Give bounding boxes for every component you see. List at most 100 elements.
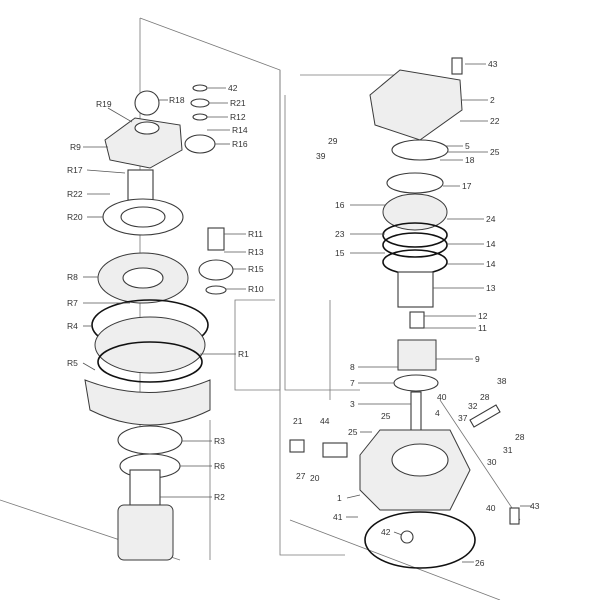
carrier-r9 (104, 117, 183, 169)
part-label: R21 (230, 98, 246, 108)
housing-top-r1 (94, 316, 206, 374)
part-label: 43 (530, 501, 540, 511)
part-label: 9 (475, 354, 480, 364)
part-label: 40 (486, 503, 496, 513)
plug-21 (289, 439, 305, 453)
spring-17 (386, 172, 444, 194)
part-label: 44 (320, 416, 330, 426)
part-label: 15 (335, 248, 345, 258)
brake-13 (397, 271, 434, 308)
part-label: 17 (462, 181, 472, 191)
part-label: 25 (381, 411, 391, 421)
part-label: 2 (490, 95, 495, 105)
casing-bore (391, 443, 449, 477)
bearing-r3 (117, 425, 183, 455)
part-label: R10 (248, 284, 264, 294)
part-label: 23 (335, 229, 345, 239)
part-label: 8 (350, 362, 355, 372)
part-label: 14 (486, 239, 496, 249)
spring-12 (409, 311, 425, 329)
right-assembly (289, 57, 520, 569)
part-label: R2 (214, 492, 225, 502)
part-label: 39 (316, 151, 326, 161)
part-label: 28 (480, 392, 490, 402)
washer-r10 (205, 285, 227, 295)
part-label: R1 (238, 349, 249, 359)
piston-16 (382, 193, 448, 231)
part-label: 4 (435, 408, 440, 418)
left-assembly (84, 84, 234, 561)
leader-line (346, 494, 361, 499)
part-label: 25 (490, 147, 500, 157)
part-label: R5 (67, 358, 78, 368)
bolt-43 (451, 57, 463, 75)
part-label: R22 (67, 189, 83, 199)
leader-line (86, 169, 126, 174)
part-label: R4 (67, 321, 78, 331)
right-labels: 4322229395251817162423141514131211897340… (293, 59, 540, 568)
washer-r21 (190, 98, 210, 108)
part-label: R15 (248, 264, 264, 274)
part-label: 37 (458, 413, 468, 423)
part-label: 3 (350, 399, 355, 409)
part-label: 25 (348, 427, 358, 437)
housing-r5 (84, 379, 211, 426)
part-label: 42 (381, 527, 391, 537)
washer-r20-hole (120, 206, 166, 228)
part-label: 38 (497, 376, 507, 386)
part-label: 12 (478, 311, 488, 321)
gear-r15 (198, 259, 234, 281)
part-label: R14 (232, 125, 248, 135)
part-label: R13 (248, 247, 264, 257)
o-ring-26 (364, 511, 476, 569)
gear-r17 (127, 169, 154, 201)
part-label: R8 (67, 272, 78, 282)
part-label: 1 (337, 493, 342, 503)
part-label: 31 (503, 445, 513, 455)
part-label: 28 (515, 432, 525, 442)
bolt-43b (509, 507, 520, 525)
part-label: R16 (232, 139, 248, 149)
o-ring-r5 (97, 341, 203, 383)
part-label: 16 (335, 200, 345, 210)
leader-lines (82, 63, 532, 563)
part-label: 27 (296, 471, 306, 481)
part-label: 5 (465, 141, 470, 151)
leader-line (107, 107, 133, 123)
part-label: 26 (475, 558, 485, 568)
shaft-r2 (129, 469, 161, 506)
part-label: R11 (248, 229, 263, 239)
part-label: 24 (486, 214, 496, 224)
swash-7 (393, 374, 439, 392)
part-label: 18 (465, 155, 475, 165)
cover-2 (369, 69, 463, 141)
plate-5 (391, 139, 449, 161)
part-label: 14 (486, 259, 496, 269)
part-label: 20 (310, 473, 320, 483)
o-ring-14b (382, 249, 448, 275)
ring-r12 (192, 113, 208, 121)
part-label: R7 (67, 298, 78, 308)
part-label: R19 (96, 99, 112, 109)
part-label: R3 (214, 436, 225, 446)
valve-44 (322, 442, 348, 458)
gear-r16 (184, 134, 216, 154)
leader-line (82, 362, 96, 371)
part-label: 13 (486, 283, 496, 293)
part-label: 32 (468, 401, 478, 411)
o-ring-14a (382, 232, 448, 258)
part-label: 11 (478, 323, 487, 333)
leader-line (393, 531, 403, 536)
pin-r11 (207, 227, 225, 251)
part-label: R18 (169, 95, 185, 105)
part-label: 41 (333, 512, 343, 522)
part-label: R17 (67, 165, 83, 175)
part-label: R6 (214, 461, 225, 471)
part-label: 7 (350, 378, 355, 388)
o-ring-42b (400, 530, 414, 544)
part-label: 21 (293, 416, 303, 426)
o-ring-42 (192, 84, 208, 92)
